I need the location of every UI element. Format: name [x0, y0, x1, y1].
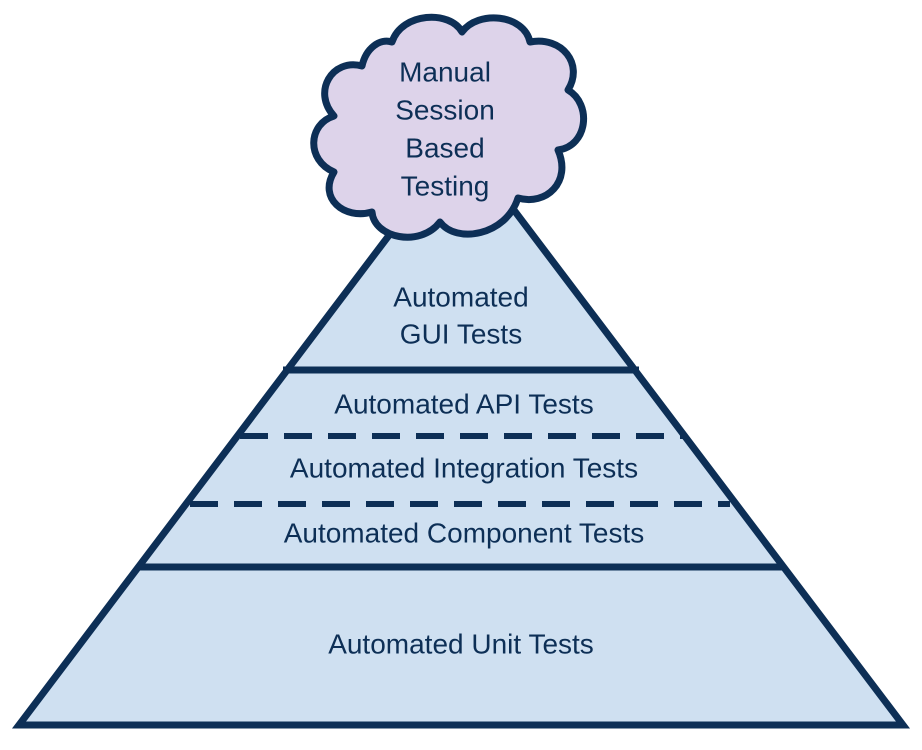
cloud-label-line-1: Manual: [399, 56, 491, 87]
cloud-label-line-4: Testing: [401, 170, 490, 201]
manual-testing-cloud: Manual Session Based Testing: [310, 13, 588, 241]
layer-unit-label: Automated Unit Tests: [328, 628, 594, 659]
layer-gui-label-line-1: Automated: [393, 281, 528, 312]
cloud-label-line-2: Session: [395, 94, 495, 125]
cloud-label-line-3: Based: [405, 132, 484, 163]
pyramid-body: [11, 134, 911, 729]
layer-integration-label: Automated Integration Tests: [290, 452, 638, 483]
layer-api-label: Automated API Tests: [334, 388, 593, 419]
layer-gui-label-line-2: GUI Tests: [400, 318, 522, 349]
cloud-shape: [310, 13, 588, 241]
layer-component-label: Automated Component Tests: [284, 517, 645, 548]
